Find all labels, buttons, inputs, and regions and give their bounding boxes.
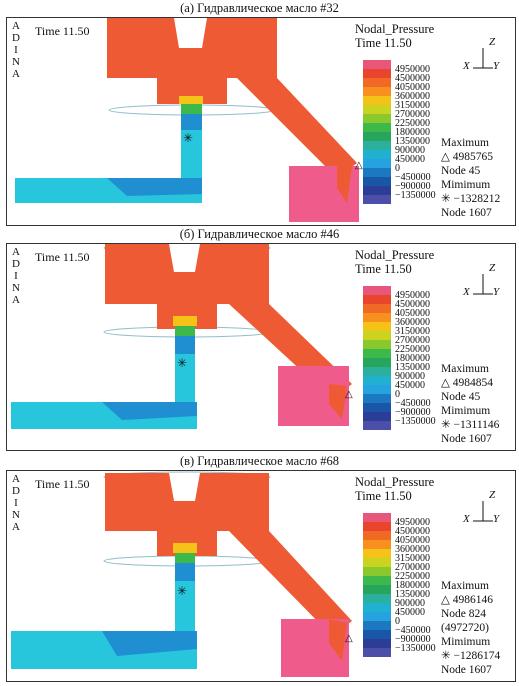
min-max-stats: Maximum △ 4985765 Node 45 Mimimum ✳ −132… <box>441 137 501 219</box>
svg-text:✳: ✳ <box>177 356 187 370</box>
svg-text:△: △ <box>345 633 353 644</box>
svg-text:△: △ <box>355 160 363 171</box>
axis-triad: Z X Y <box>463 36 500 72</box>
caption-c: (в) Гидравлическое масло #68 <box>179 454 340 468</box>
time-label: Time 11.50 <box>35 24 90 38</box>
time-label: Time 11.50 <box>35 250 90 264</box>
model-geometry: △ ✳ <box>11 471 353 677</box>
svg-text:✳: ✳ <box>177 584 187 598</box>
time-label: Time 11.50 <box>35 477 90 491</box>
caption-a: (а) Гидравлическое масло #32 <box>180 1 339 15</box>
model-geometry: △ ✳ <box>11 244 353 429</box>
model-geometry: △ ✳ <box>15 18 363 222</box>
min-max-stats: Maximum △ 4986146 Node 824 (4972720) Mim… <box>441 580 501 676</box>
svg-text:△: △ <box>345 389 353 400</box>
caption-b: (б) Гидравлическое масло #46 <box>179 227 340 241</box>
axis-triad: Z X Y <box>463 489 500 525</box>
color-legend <box>363 513 391 657</box>
color-legend <box>363 60 391 204</box>
svg-text:✳: ✳ <box>183 131 193 145</box>
min-max-stats: Maximum △ 4984854 Node 45 Mimimum ✳ −131… <box>441 363 500 445</box>
axis-triad: Z X Y <box>463 262 500 298</box>
color-legend <box>363 286 391 430</box>
